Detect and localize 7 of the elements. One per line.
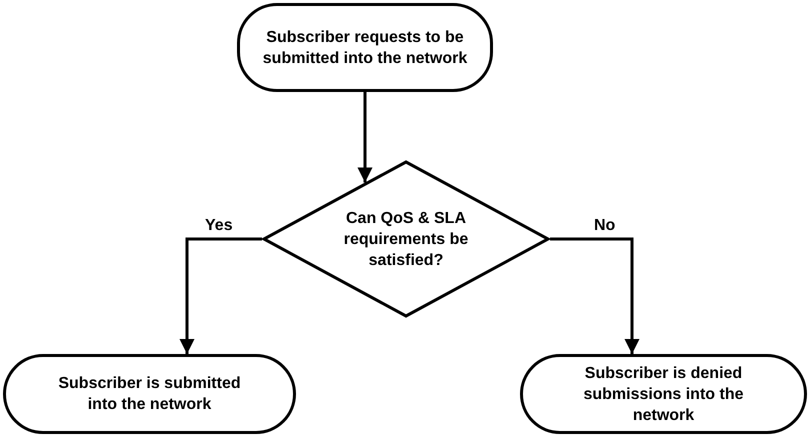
node-text: Subscriber is submitted into the network bbox=[57, 374, 242, 415]
arrow bbox=[550, 238, 640, 354]
node-text: Subscriber requests to be submitted into the network bbox=[262, 28, 468, 68]
node-text: Can QoS & SLA requirements be satisfied? bbox=[342, 208, 470, 270]
arrow bbox=[358, 92, 372, 182]
node-text: Subscriber is denied submissions into the network bbox=[582, 364, 744, 426]
arrow bbox=[180, 238, 262, 354]
